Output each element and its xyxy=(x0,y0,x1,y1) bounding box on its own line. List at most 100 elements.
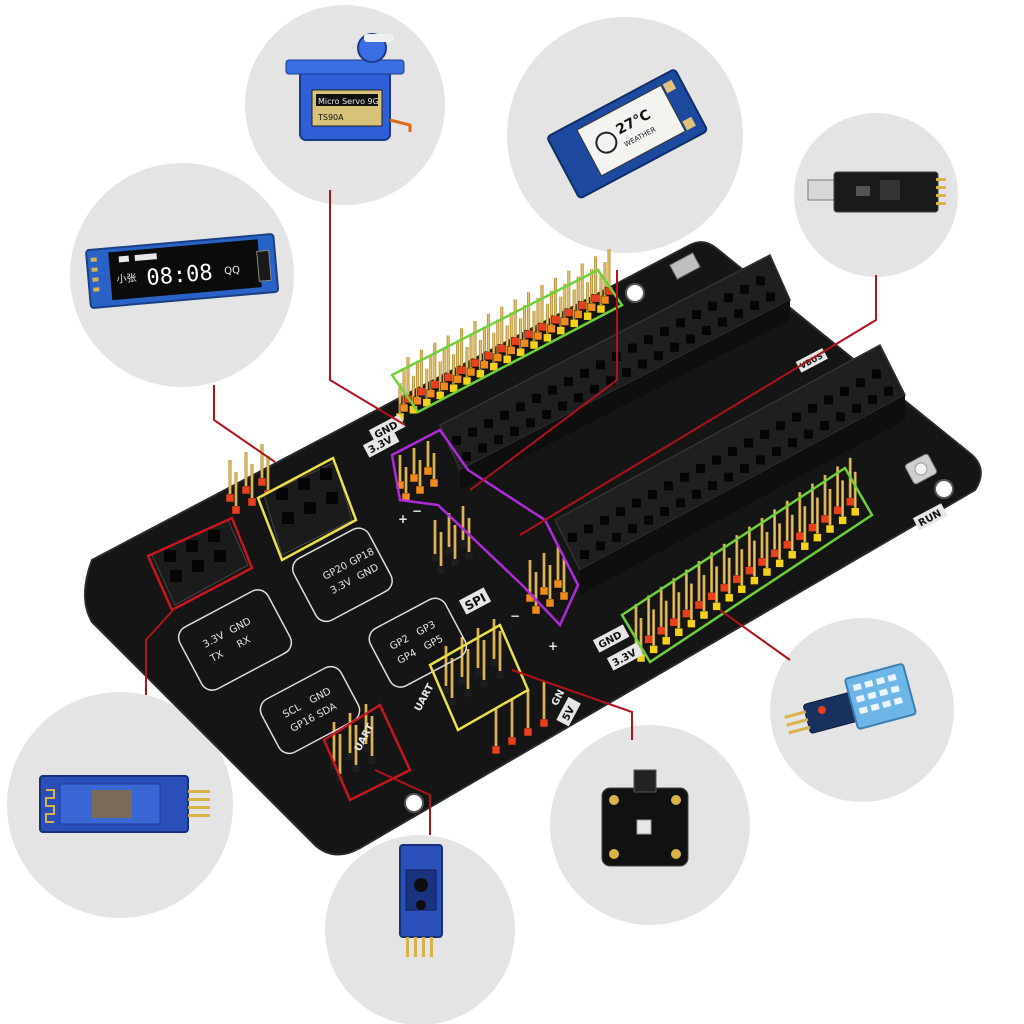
header-pin xyxy=(332,722,336,762)
header-pin xyxy=(370,716,374,756)
socket-hole xyxy=(638,359,647,369)
right-pin-strip xyxy=(631,457,860,663)
socket-hole xyxy=(840,386,849,396)
header-pin xyxy=(710,552,714,593)
usb-port xyxy=(669,252,701,280)
header-pin xyxy=(478,339,482,370)
socket-hole xyxy=(568,533,577,542)
socket-hole xyxy=(510,426,519,436)
socket-hole xyxy=(574,393,583,403)
header-pin xyxy=(402,370,406,404)
header-pin-base xyxy=(491,745,501,755)
header-pin-base xyxy=(497,344,507,353)
header-pin xyxy=(482,640,486,680)
header-pin xyxy=(406,357,410,395)
header-pin-base xyxy=(479,679,489,689)
header-pin-base xyxy=(429,478,439,488)
socket-hole xyxy=(542,410,551,419)
header-pin xyxy=(536,298,540,332)
header-pin xyxy=(803,506,807,543)
header-pin xyxy=(447,513,451,547)
header-pin xyxy=(527,292,531,331)
header-pin xyxy=(234,472,238,506)
run-button[interactable] xyxy=(904,453,938,485)
header-pin-base xyxy=(547,324,556,334)
header-pin-base xyxy=(838,516,847,525)
socket-hole xyxy=(776,421,785,431)
header-pin-base xyxy=(351,764,361,774)
header-pin-base xyxy=(707,592,716,601)
header-pin-base xyxy=(775,559,784,568)
header-pin-base xyxy=(551,315,560,325)
header-pin-base xyxy=(502,355,512,364)
header-pin-base xyxy=(495,670,505,680)
socket-hole xyxy=(734,309,743,319)
header-pin-base xyxy=(447,697,457,707)
header-pin xyxy=(542,681,546,719)
socket-hole xyxy=(526,418,535,428)
header-pin xyxy=(398,383,402,413)
socket-hole xyxy=(744,438,753,448)
header-pin xyxy=(828,489,832,525)
header-pin xyxy=(634,604,638,644)
header-pin-base xyxy=(225,493,235,503)
header-pin-base xyxy=(506,346,516,355)
pico-header-upper xyxy=(439,253,791,490)
header-pin xyxy=(338,734,342,774)
socket-hole xyxy=(856,378,865,388)
oled-left-text: 小张 xyxy=(116,272,137,286)
header-pin-base xyxy=(516,347,525,357)
header-pin xyxy=(228,460,232,494)
socket-hole xyxy=(718,317,727,327)
header-pin xyxy=(672,578,676,619)
leader-usb xyxy=(519,275,877,536)
socket-hole xyxy=(680,472,689,482)
socket-hole xyxy=(772,446,781,456)
header-pin xyxy=(590,269,594,304)
oled-right-text: QQ xyxy=(224,265,241,277)
header-pin xyxy=(659,586,663,627)
socket-hole xyxy=(660,507,669,516)
board-pcb xyxy=(84,241,982,856)
header-pin xyxy=(519,318,523,349)
header-pin-base xyxy=(762,567,772,577)
header-pin xyxy=(432,453,436,479)
header-pin-base xyxy=(257,477,267,487)
header-pin-base xyxy=(413,396,422,406)
header-pin-base xyxy=(543,333,552,343)
header-pin xyxy=(790,514,794,551)
header-pin xyxy=(482,326,486,361)
micro-servo-module: Micro Servo 9G TS90A xyxy=(285,33,412,141)
header-pin-base xyxy=(591,293,600,303)
header-pin xyxy=(836,466,840,507)
header-pin xyxy=(740,549,744,586)
header-pin xyxy=(348,713,352,753)
highlight-green-right xyxy=(620,466,874,664)
label-minus: − xyxy=(412,504,422,518)
header-pin-base xyxy=(539,586,549,596)
header-pin-base xyxy=(712,602,721,611)
label-plus: + xyxy=(548,639,558,653)
socket-hole xyxy=(612,532,621,542)
leader-sensor xyxy=(719,609,791,661)
socket-hole xyxy=(532,394,541,403)
label-minus: − xyxy=(510,609,520,623)
socket-hole xyxy=(596,541,605,551)
socket-hole xyxy=(884,386,893,396)
header-pin xyxy=(599,275,603,305)
header-pin xyxy=(429,355,433,390)
header-pin xyxy=(260,444,264,478)
socket-hole xyxy=(564,377,573,387)
header-pin xyxy=(452,354,456,385)
header-pin-base xyxy=(694,600,704,610)
socket-hole xyxy=(872,369,881,379)
socket-hole xyxy=(660,326,669,336)
header-pin xyxy=(542,553,546,587)
mount-hole xyxy=(625,283,645,303)
header-pin xyxy=(266,456,270,490)
socket-hole xyxy=(494,435,503,445)
socket-hole xyxy=(516,402,525,412)
mount-hole xyxy=(404,793,424,813)
header-pin xyxy=(460,328,464,367)
highlights xyxy=(146,268,874,802)
